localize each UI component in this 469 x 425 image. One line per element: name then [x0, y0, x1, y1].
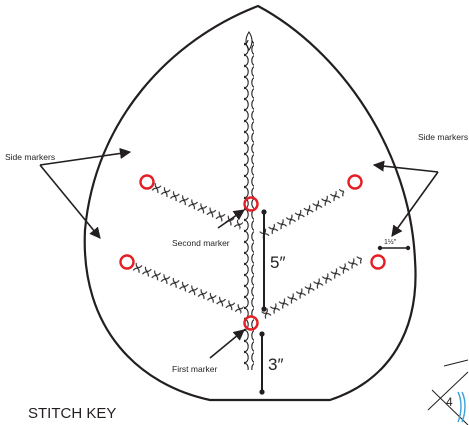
- label-side-markers-right: Side markers: [418, 132, 468, 142]
- second-marker: [243, 196, 259, 212]
- stitch-key-number: 4: [446, 395, 453, 409]
- side-marker-lower-left: [119, 254, 135, 270]
- side-vein-upper-right: [258, 187, 346, 240]
- dimension-1-half-in: [377, 245, 411, 251]
- arrow-left-to-upper: [39, 147, 132, 166]
- side-vein-lower-left: [131, 262, 244, 314]
- leaf-outline: [83, 4, 417, 402]
- side-marker-upper-left: [139, 174, 155, 190]
- arrow-second-marker: [217, 209, 245, 229]
- stitch-key-title: STITCH KEY: [28, 405, 116, 422]
- side-vein-upper-left: [150, 182, 244, 230]
- label-dim-3: 3″: [268, 355, 283, 374]
- first-marker: [243, 315, 259, 331]
- label-dim-5: 5″: [270, 253, 285, 272]
- label-side-markers-left: Side markers: [5, 152, 55, 162]
- dimension-5in: [261, 209, 267, 312]
- central-vein: [244, 31, 254, 370]
- stitch-key-fragment: [427, 359, 469, 425]
- side-marker-lower-right: [370, 254, 386, 270]
- arrow-first-marker: [209, 329, 245, 359]
- arrow-right-to-upper: [372, 160, 439, 173]
- label-second-marker: Second marker: [172, 238, 230, 248]
- arrows: [39, 147, 439, 359]
- arrow-right-to-lower: [391, 171, 439, 237]
- arrow-left-to-lower: [39, 164, 101, 239]
- dimension-3in: [259, 331, 265, 395]
- label-dim-1-half: 1½″: [384, 238, 397, 246]
- label-first-marker: First marker: [172, 364, 218, 374]
- side-vein-lower-right: [260, 255, 364, 320]
- side-marker-upper-right: [347, 174, 363, 190]
